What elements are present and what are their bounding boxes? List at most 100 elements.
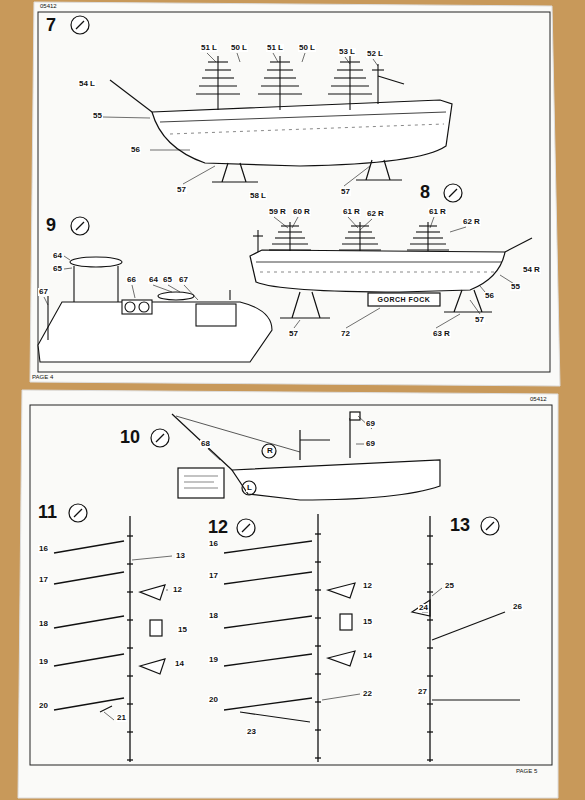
part-number: 19 [38, 658, 49, 666]
mast-assembly [127, 703, 133, 704]
ship-hull [178, 468, 224, 498]
ship-rigging [281, 225, 299, 226]
ship-rigging [269, 249, 311, 250]
step-icon [74, 509, 82, 517]
step-icon [481, 517, 499, 535]
ship-rigging [258, 93, 302, 94]
deck-detail [38, 302, 272, 362]
leader-line [104, 556, 172, 720]
step-icon [151, 429, 169, 447]
part-number: 55 [510, 283, 521, 291]
deck-detail [125, 302, 135, 312]
ship-hull [356, 160, 402, 180]
ship-rigging [372, 69, 384, 70]
name-plate: GORCH FOCK [378, 296, 431, 303]
part-number: 15 [177, 626, 188, 634]
mast-part [432, 699, 520, 700]
part-number: 60 R [292, 208, 311, 216]
ship-hull [250, 238, 532, 318]
part-number: 16 [208, 540, 219, 548]
ship-rigging [196, 93, 240, 94]
mast-assembly [315, 533, 321, 534]
ship-rigging [416, 231, 440, 232]
part-number: 52 L [366, 50, 384, 58]
part-number: 62 R [462, 218, 481, 226]
part-number: 18 [38, 620, 49, 628]
leader-line [322, 588, 442, 700]
step-number: 12 [208, 518, 228, 536]
mast-assembly [427, 731, 433, 732]
part-number: 12 [362, 582, 373, 590]
mast-assembly [54, 698, 124, 710]
ship-hull [505, 238, 532, 252]
mast-part [432, 612, 505, 640]
ship-rigging [267, 69, 293, 70]
ship-rigging [257, 230, 258, 252]
step-number: 7 [46, 16, 56, 34]
ship-rigging [340, 61, 360, 62]
ship-rigging [407, 249, 449, 250]
part-number: 27 [417, 688, 428, 696]
part-number: 67 [38, 288, 49, 296]
ship-rigging [349, 56, 350, 110]
mast-part [328, 651, 355, 666]
part-number: 56 [484, 292, 495, 300]
deck-detail [122, 300, 152, 314]
part-number: 15 [362, 618, 373, 626]
part-number: 68 [200, 440, 211, 448]
leader-line [44, 256, 198, 305]
ship-rigging [272, 243, 308, 244]
ship-rigging [279, 56, 280, 110]
part-number: 57 [474, 316, 485, 324]
part-number: 20 [208, 696, 219, 704]
ship-hull [256, 262, 502, 263]
ship-hull [368, 293, 440, 306]
part-number: 50 L [298, 44, 316, 52]
mast-assembly [224, 616, 312, 628]
mast-part [328, 583, 355, 598]
ship-hull [152, 100, 452, 166]
ship-hull [280, 292, 330, 318]
deck-detail [48, 290, 230, 340]
mast-assembly [315, 561, 321, 562]
part-number: 53 L [338, 48, 356, 56]
ship-hull [184, 476, 218, 488]
ship-hull [242, 481, 256, 495]
part-number: 56 [130, 146, 141, 154]
ship-rigging [328, 93, 372, 94]
part-number: 63 R [432, 330, 451, 338]
leader-line [294, 275, 519, 328]
mast-assembly [427, 563, 433, 564]
step-icon [71, 217, 89, 235]
leader-line [44, 53, 519, 720]
part-number: 16 [38, 545, 49, 553]
mast-assembly [224, 698, 312, 710]
mast-assembly [427, 647, 433, 648]
part-number: 13 [175, 552, 186, 560]
ship-rigging [419, 225, 437, 226]
part-number: 22 [362, 690, 373, 698]
mast-assembly [224, 541, 312, 553]
step-icon [76, 21, 84, 29]
part-number: 58 L [249, 192, 267, 200]
ship-rigging [378, 76, 404, 84]
mast-part [100, 706, 112, 712]
mast-assembly [315, 729, 321, 730]
ship-rigging [264, 77, 296, 78]
part-number: 66 [126, 276, 137, 284]
part-number: 55 [92, 112, 103, 120]
part-number: 51 L [200, 44, 218, 52]
part-number: 61 R [342, 208, 361, 216]
part-number: 12 [172, 586, 183, 594]
part-number: 17 [38, 576, 49, 584]
part-number: 17 [208, 572, 219, 580]
deck-detail [38, 257, 272, 362]
mast-assembly [127, 675, 133, 676]
mast-assembly [317, 514, 318, 762]
part-number: 57 [340, 188, 351, 196]
ship-rigging [275, 237, 305, 238]
paper-page [38, 12, 550, 372]
part-number: 62 R [366, 210, 385, 218]
part-number: 61 R [428, 208, 447, 216]
